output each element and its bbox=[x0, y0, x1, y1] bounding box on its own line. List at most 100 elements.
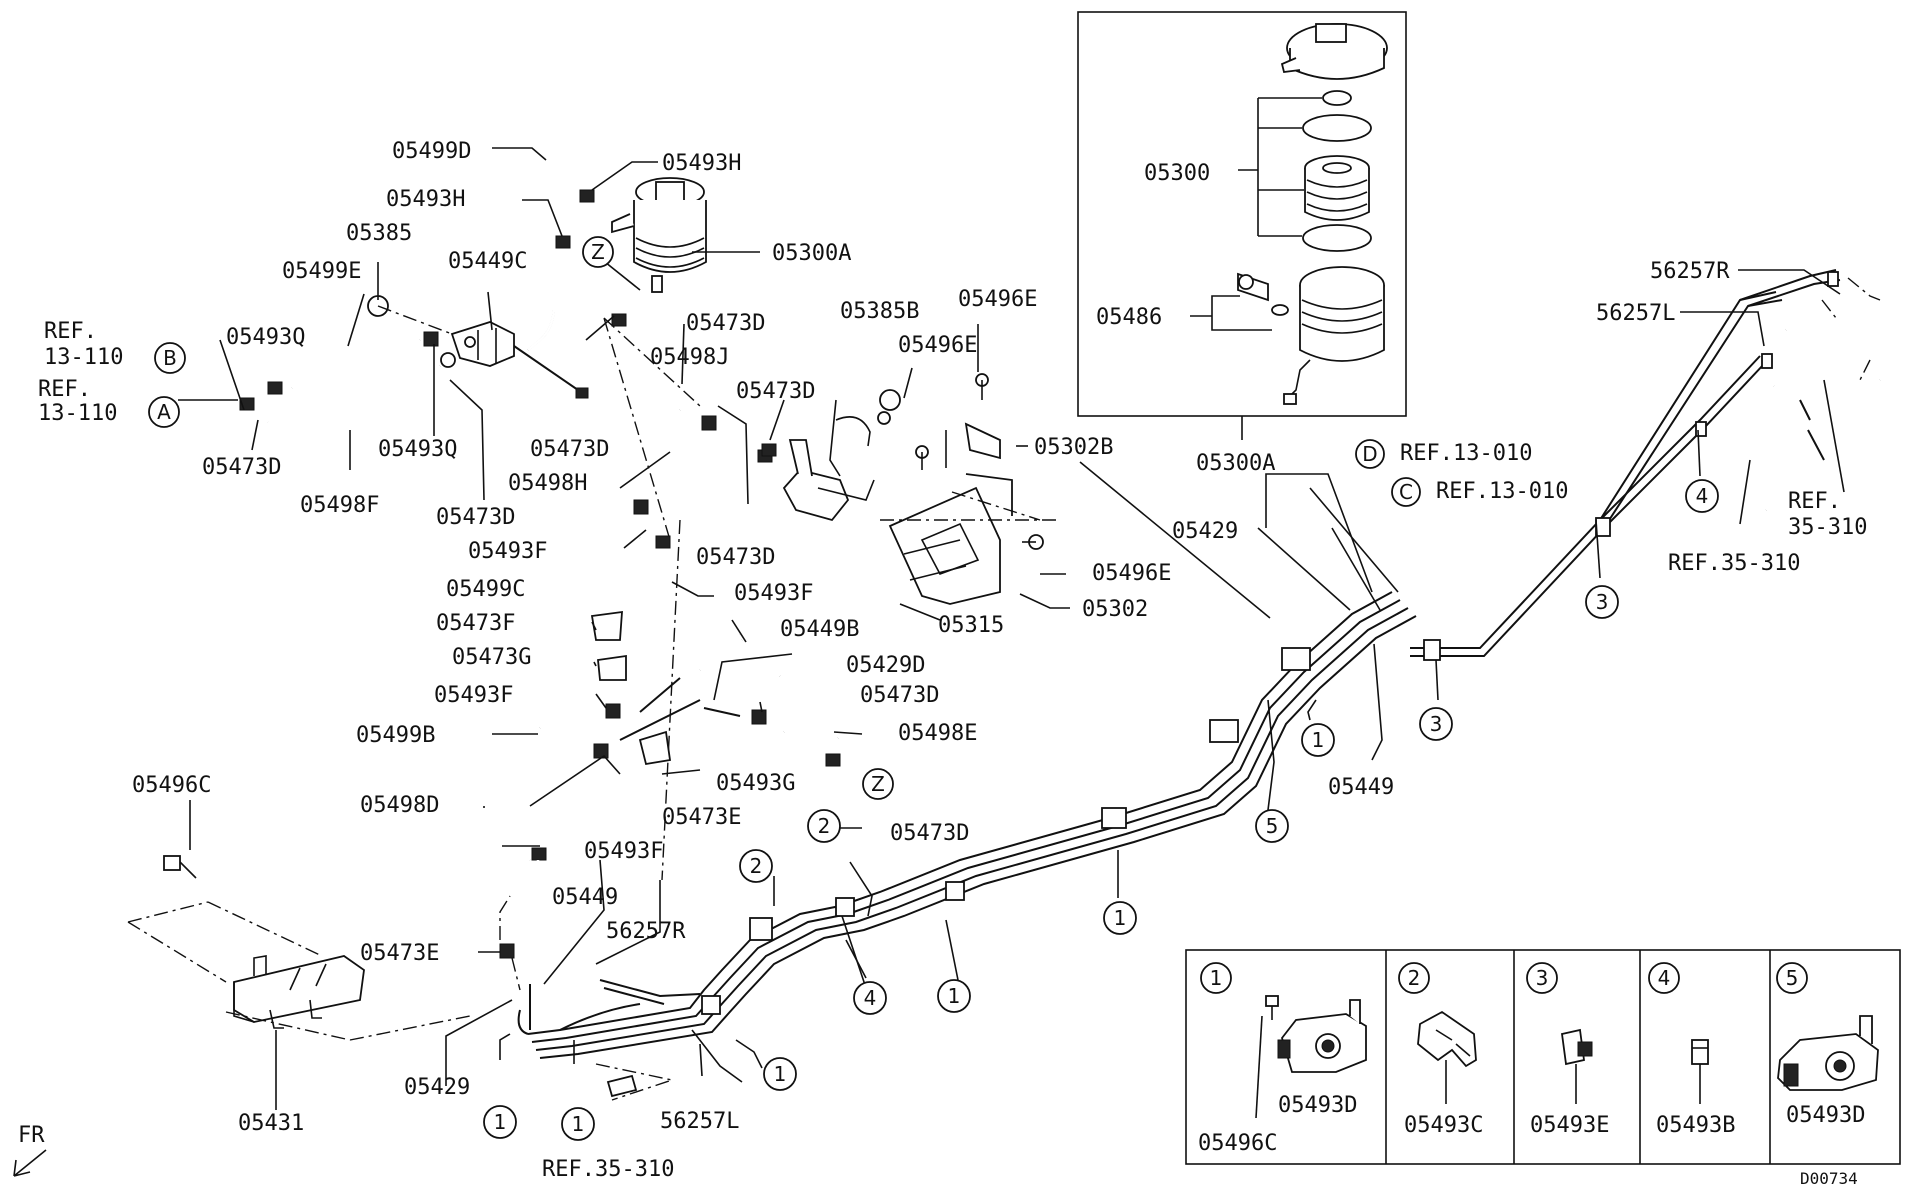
label-ref-b-1: REF. bbox=[44, 319, 97, 344]
legend-1-part-b: 05493D bbox=[1278, 1093, 1357, 1118]
circle-1-f: 1 bbox=[1312, 728, 1325, 752]
label-05449-a: 05449 bbox=[552, 885, 618, 910]
label-05473F: 05473F bbox=[436, 611, 515, 636]
label-05493H-b: 05493H bbox=[386, 187, 465, 212]
label-05498D: 05498D bbox=[360, 793, 439, 818]
label-05302: 05302 bbox=[1082, 597, 1148, 622]
circle-5: 5 bbox=[1266, 814, 1279, 838]
legend-2-part: 05493C bbox=[1404, 1113, 1483, 1138]
bracket-05431 bbox=[233, 955, 365, 1029]
filter-washer-part bbox=[1322, 90, 1352, 106]
label-05300A-box: 05300A bbox=[1196, 451, 1275, 476]
circle-3-b: 3 bbox=[1596, 590, 1609, 614]
legend-5-part: 05493D bbox=[1786, 1103, 1865, 1128]
label-05498F: 05498F bbox=[300, 493, 379, 518]
fr-label: FR bbox=[18, 1123, 45, 1148]
label-05499B: 05499B bbox=[356, 723, 435, 748]
label-05499D: 05499D bbox=[392, 139, 471, 164]
label-05473D-b: 05473D bbox=[530, 437, 609, 462]
label-05499C: 05499C bbox=[446, 577, 525, 602]
label-05385: 05385 bbox=[346, 221, 412, 246]
label-ref13-010-d: REF.13-010 bbox=[1400, 441, 1532, 466]
clip-05493G bbox=[638, 730, 672, 766]
label-05496E-c: 05496E bbox=[1092, 561, 1171, 586]
legend-4-clip-icon bbox=[1691, 1039, 1709, 1065]
label-05473E-a: 05473E bbox=[662, 805, 741, 830]
label-05473D-left: 05473D bbox=[202, 455, 281, 480]
clamp-legend-table: 1 05496C 05493D 2 05493C 3 05493E bbox=[1185, 949, 1901, 1165]
label-ref35-310-c: REF.35-310 bbox=[1668, 551, 1800, 576]
label-05300A-top: 05300A bbox=[772, 241, 851, 266]
circle-1-c: 1 bbox=[774, 1062, 787, 1086]
label-05499E: 05499E bbox=[282, 259, 361, 284]
label-05493F-b: 05493F bbox=[734, 581, 813, 606]
label-ref-b-2: 13-110 bbox=[44, 345, 123, 370]
sensor-part bbox=[1237, 272, 1289, 316]
label-05385B: 05385B bbox=[840, 299, 919, 324]
legend-2-clamp-icon bbox=[1417, 1010, 1477, 1068]
label-05493F-c: 05493F bbox=[434, 683, 513, 708]
clamp-1-upper bbox=[1209, 719, 1239, 743]
label-ref35-310-a: REF.35-310 bbox=[542, 1157, 674, 1182]
legend-2-num: 2 bbox=[1408, 966, 1421, 990]
label-ref-a-2: 13-110 bbox=[38, 401, 117, 426]
legend-1-clamp-icon bbox=[1265, 995, 1367, 1073]
label-05429-a: 05429 bbox=[404, 1075, 470, 1100]
label-05473D-e: 05473D bbox=[696, 545, 775, 570]
label-05431: 05431 bbox=[238, 1111, 304, 1136]
legend-4-part: 05493B bbox=[1656, 1113, 1735, 1138]
label-05498H: 05498H bbox=[508, 471, 587, 496]
label-05493H-a: 05493H bbox=[662, 151, 741, 176]
label-05300: 05300 bbox=[1144, 161, 1210, 186]
circle-c: C bbox=[1399, 480, 1413, 504]
clamp-05493H-b bbox=[555, 235, 571, 249]
filter-oring-part bbox=[1302, 114, 1372, 142]
circle-b: B bbox=[163, 346, 177, 370]
label-05496E-b: 05496E bbox=[898, 333, 977, 358]
label-05493Q-b: 05493Q bbox=[378, 437, 457, 462]
bracket-05302 bbox=[888, 473, 1013, 605]
legend-5-num: 5 bbox=[1786, 966, 1799, 990]
filter-oring2-part bbox=[1302, 224, 1372, 252]
joint-05449C bbox=[450, 321, 515, 367]
legend-3-clip-icon bbox=[1560, 1028, 1593, 1066]
clamp-05493Q-b bbox=[423, 331, 439, 347]
main-pipe-bundle bbox=[517, 269, 1841, 1059]
label-05473D-c: 05473D bbox=[686, 311, 765, 336]
filter-head-part bbox=[1280, 23, 1388, 80]
circle-1-e: 1 bbox=[1114, 906, 1127, 930]
label-05496E-a: 05496E bbox=[958, 287, 1037, 312]
clamp-05493H bbox=[579, 189, 595, 203]
label-05315: 05315 bbox=[938, 613, 1004, 638]
diagram-code: D00734 bbox=[1800, 1169, 1858, 1187]
circle-3-a: 3 bbox=[1430, 712, 1443, 736]
label-56257L-b: 56257L bbox=[1596, 301, 1675, 326]
circle-z-2: Z bbox=[871, 772, 885, 796]
clip-05473F bbox=[590, 610, 623, 641]
nut-05385B bbox=[879, 389, 901, 411]
circle-1-b: 1 bbox=[572, 1112, 585, 1136]
circle-z-1: Z bbox=[591, 240, 605, 264]
circle-d: D bbox=[1362, 442, 1377, 466]
label-05473D-d: 05473D bbox=[736, 379, 815, 404]
label-ref35-310-b1: REF. bbox=[1788, 489, 1841, 514]
legend-3-num: 3 bbox=[1536, 966, 1549, 990]
legend-4-num: 4 bbox=[1658, 966, 1671, 990]
legend-3-part: 05493E bbox=[1530, 1113, 1609, 1138]
circle-a: A bbox=[157, 400, 171, 424]
clamp-05493Q bbox=[267, 381, 283, 395]
label-05498E: 05498E bbox=[898, 721, 977, 746]
circle-1-d: 1 bbox=[948, 984, 961, 1008]
label-05493Q-a: 05493Q bbox=[226, 325, 305, 350]
label-56257R-b: 56257R bbox=[1650, 259, 1730, 284]
circle-letters: Z Z B A D C bbox=[148, 236, 1421, 800]
circle-2-b: 2 bbox=[818, 814, 831, 838]
legend-1-part-a: 05496C bbox=[1198, 1131, 1277, 1156]
label-05449-b: 05449 bbox=[1328, 775, 1394, 800]
circle-4-b: 4 bbox=[1696, 484, 1709, 508]
label-05473D-mid: 05473D bbox=[436, 505, 515, 530]
label-05486: 05486 bbox=[1096, 305, 1162, 330]
label-05493F-a: 05493F bbox=[468, 539, 547, 564]
bracket-05302B bbox=[964, 422, 1001, 460]
